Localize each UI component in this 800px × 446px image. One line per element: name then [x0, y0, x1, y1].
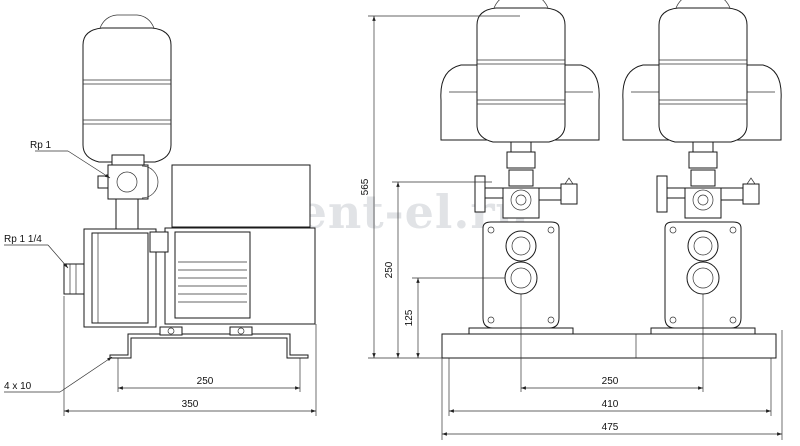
holes-callout: 4 x 10	[4, 381, 32, 392]
frame-width-dim: 410	[602, 399, 619, 410]
pump-spacing-dim: 250	[602, 376, 619, 387]
side-view: Rp 1 Rp 1 1/4 4 x 10 250 350	[4, 14, 317, 416]
pressure-tank-side	[82, 14, 172, 173]
pump-unit-right	[623, 0, 781, 334]
feet-spacing-dim: 250	[197, 376, 214, 387]
overall-length-dim: 350	[182, 399, 199, 410]
base-bracket	[109, 333, 309, 359]
motor-housing	[171, 164, 311, 228]
tank-fitting	[111, 154, 145, 166]
outlet-height-dim: 250	[384, 261, 395, 278]
outlet-valve	[107, 164, 149, 200]
pump-unit-left	[441, 0, 599, 334]
inlet-callout: Rp 1 1/4	[4, 234, 42, 245]
overall-width-dim: 475	[602, 422, 619, 433]
front-view: 565 250 125 250 410 475	[360, 0, 783, 440]
overall-height-dim: 565	[360, 178, 371, 195]
outlet-callout: Rp 1	[30, 140, 52, 151]
outlet-pipe	[115, 198, 139, 230]
inlet-port	[63, 263, 85, 295]
base-frame	[441, 333, 777, 359]
inlet-height-dim: 125	[404, 309, 415, 326]
